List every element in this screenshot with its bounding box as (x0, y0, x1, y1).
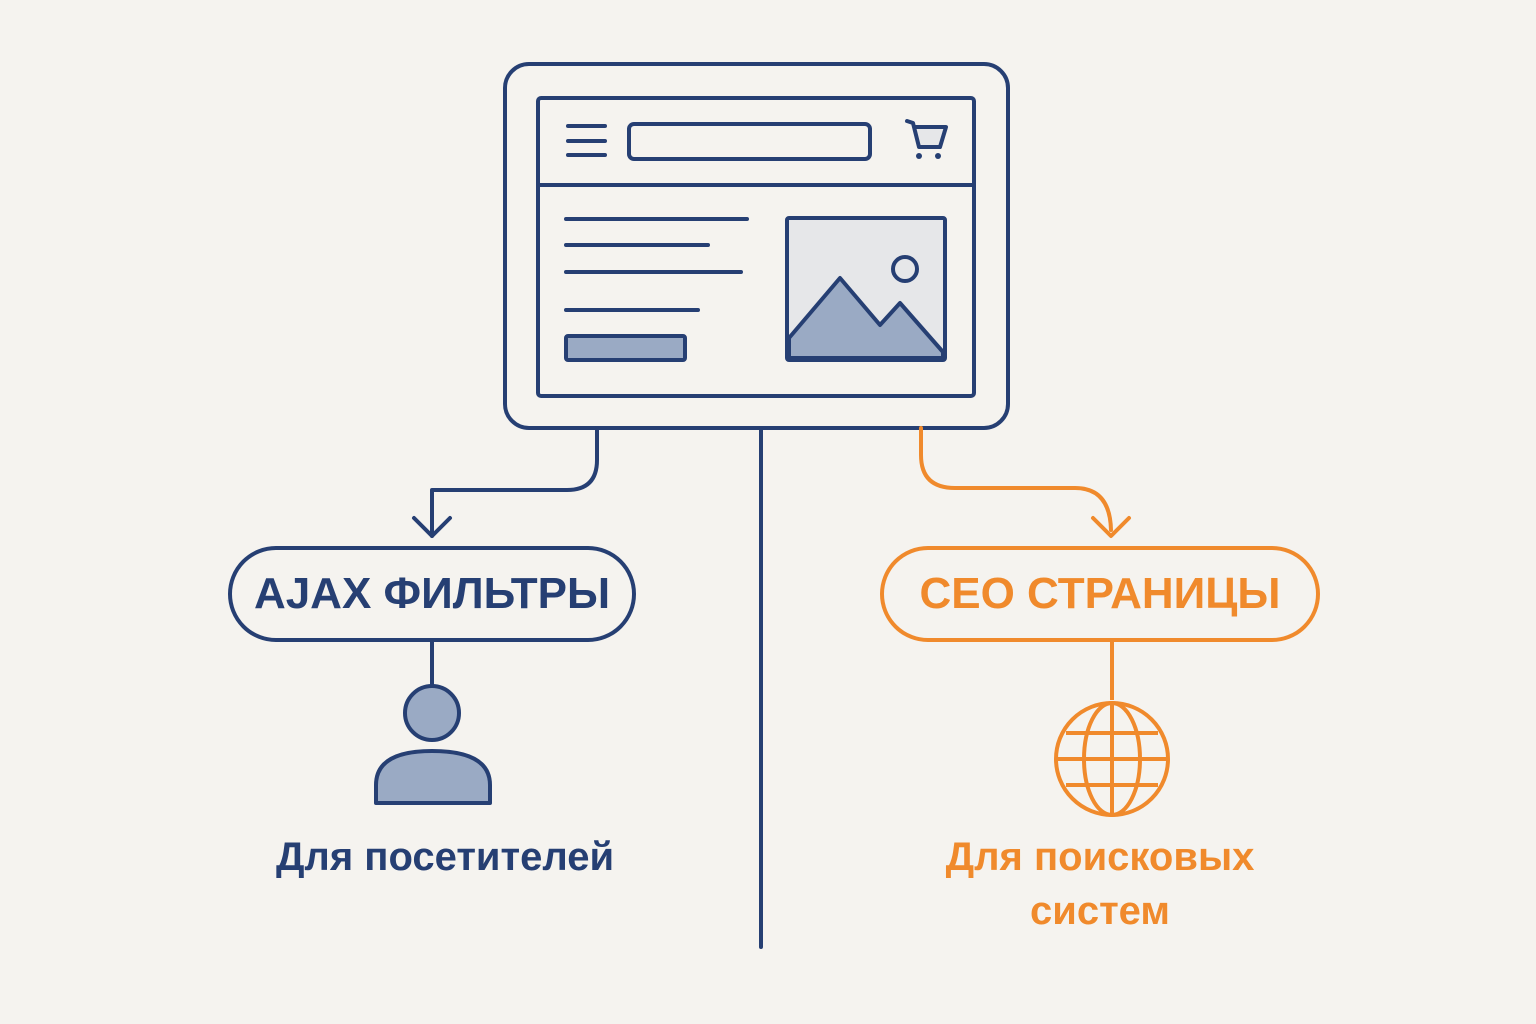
seo-pages-label: СЕО СТРАНИЦЫ (919, 569, 1281, 618)
right-arrow-connector (919, 426, 1131, 538)
ajax-filters-label: AJAX ФИЛЬТРЫ (253, 569, 611, 618)
visitors-caption: Для посетителей (275, 835, 615, 879)
text-lines (564, 217, 749, 312)
search-bar (627, 122, 872, 161)
search-engines-caption-line1: Для поисковых (945, 835, 1255, 879)
user-icon (374, 684, 492, 805)
seo-pages-pill: СЕО СТРАНИЦЫ (880, 546, 1320, 642)
left-arrow-connector (412, 426, 599, 538)
hamburger-menu-icon (566, 124, 607, 157)
button-placeholder (564, 334, 687, 362)
cart-icon (905, 119, 948, 159)
globe-icon (1054, 701, 1170, 817)
search-engines-caption-line2: систем (1030, 889, 1170, 933)
search-engines-caption: Для поисковых систем (900, 830, 1300, 938)
ajax-filters-pill: AJAX ФИЛЬТРЫ (228, 546, 636, 642)
image-placeholder-icon (785, 216, 947, 362)
